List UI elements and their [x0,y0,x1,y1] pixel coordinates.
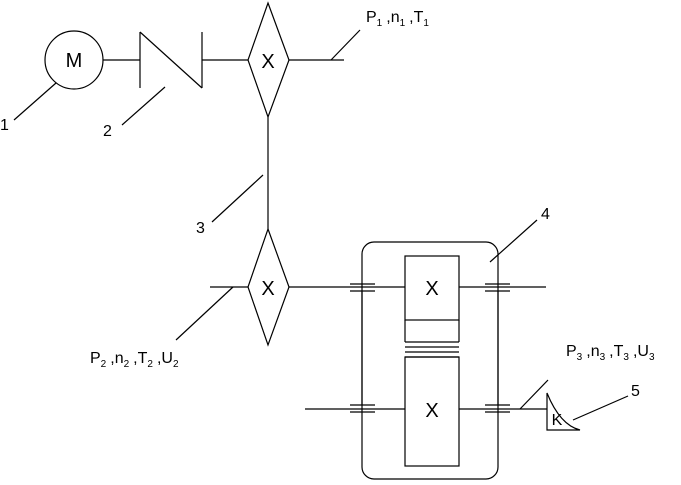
leader-3 [211,174,264,223]
motor-symbol: M [66,50,83,72]
motor: M [44,30,104,90]
output-coupling-symbol: K [552,412,563,429]
shaft3-symbol-2: T [614,343,624,360]
label-number-5: 5 [631,383,640,400]
shaft1-subscript-1: 1 [400,18,406,29]
shaft3-label: P3​,n3​,T3​,U3​ [566,343,655,363]
lower-sprocket: X [247,227,290,347]
leader-2 [121,86,166,126]
shaft2-label: P2​,n2​,T2​,U2​ [90,350,179,370]
shaft2-leader [175,286,234,341]
shaft2-symbol-2: T [138,350,148,367]
shaft3-separator: , [586,343,590,360]
shaft3-leader [519,379,549,410]
shaft2-symbol-3: U [161,350,173,367]
shaft2-separator: , [133,350,137,367]
shaft2-separator: , [110,350,114,367]
shaft1-subscript-2: 1 [423,18,429,29]
label-number-2: 2 [103,123,112,140]
label-number-3: 3 [196,220,205,237]
label-number-1: 1 [0,117,9,134]
shaft2-subscript-0: 2 [101,359,107,370]
shaft1-subscript-0: 1 [377,18,383,29]
shaft2-separator: , [157,350,161,367]
shaft1-symbol-1: n [391,9,400,26]
shaft3-subscript-1: 3 [600,352,606,363]
shaft3-symbol-0: P [566,343,577,360]
shaft1-symbol-2: T [414,9,424,26]
shaft3-separator: , [609,343,613,360]
leader-5 [572,395,629,421]
shaft1-separator: , [386,9,390,26]
shaft1-symbol-0: P [366,9,377,26]
shaft3-subscript-2: 3 [623,352,629,363]
shaft2-subscript-2: 2 [147,359,153,370]
shaft3-symbol-3: U [637,343,649,360]
lower-sprocket-symbol: X [261,278,274,300]
gear-mesh-lines [405,341,459,358]
label-number-4: 4 [541,206,550,223]
upper-gear: X [404,255,460,321]
shaft2-symbol-1: n [115,350,124,367]
shaft2-symbol-0: P [90,350,101,367]
leader-4 [489,219,538,263]
output-coupling: K [546,392,581,431]
upper-sprocket-symbol: X [261,51,274,73]
shaft1-separator: , [409,9,413,26]
leader-1 [13,82,57,121]
shaft1-label: P1​,n1​,T1​ [366,9,429,29]
shaft3-separator: , [633,343,637,360]
lower-gear: X [404,356,460,467]
shaft3-symbol-1: n [591,343,600,360]
shaft3-subscript-0: 3 [577,352,583,363]
upper-gear-symbol: X [425,278,438,300]
lower-gear-symbol: X [425,400,438,422]
shaft3-subscript-3: 3 [649,352,655,363]
shaft2-subscript-1: 2 [124,359,130,370]
shaft1-leader [330,29,361,61]
coupling [139,31,203,89]
shaft2-subscript-3: 2 [173,359,179,370]
upper-sprocket: X [247,1,290,119]
